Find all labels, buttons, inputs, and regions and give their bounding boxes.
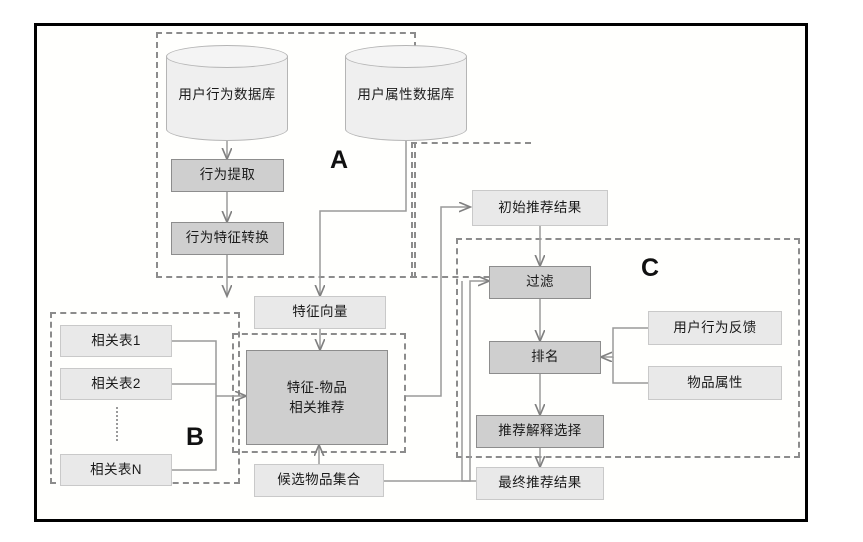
- node-relation-table-n[interactable]: 相关表N: [60, 454, 172, 486]
- node-relation-table-2[interactable]: 相关表2: [60, 368, 172, 400]
- node-initial-recommend-result[interactable]: 初始推荐结果: [472, 190, 608, 226]
- region-b-label: B: [186, 423, 205, 451]
- cylinder-body: [345, 56, 467, 141]
- region-c-label: C: [641, 254, 660, 282]
- node-feature-item-recommend[interactable]: 特征-物品 相关推荐: [246, 350, 388, 445]
- node-relation-table-1[interactable]: 相关表1: [60, 325, 172, 357]
- cylinder-body: [166, 56, 288, 141]
- cylinder-top: [166, 45, 288, 68]
- node-filter[interactable]: 过滤: [489, 266, 591, 299]
- region-a: [156, 32, 416, 278]
- node-behavior-extraction[interactable]: 行为提取: [171, 159, 284, 192]
- node-user-behavior-feedback[interactable]: 用户行为反馈: [648, 311, 782, 345]
- db-user-behavior: 用户行为数据库: [166, 45, 288, 141]
- node-item-attribute[interactable]: 物品属性: [648, 366, 782, 400]
- node-behavior-feature-transform[interactable]: 行为特征转换: [171, 222, 284, 255]
- region-a-label: A: [330, 146, 349, 174]
- db-user-attribute: 用户属性数据库: [345, 45, 467, 141]
- node-feature-vector[interactable]: 特征向量: [254, 296, 386, 329]
- relation-table-ellipsis: [116, 407, 118, 441]
- node-final-recommend-result[interactable]: 最终推荐结果: [476, 467, 604, 500]
- node-ranking[interactable]: 排名: [489, 341, 601, 374]
- cylinder-top: [345, 45, 467, 68]
- node-feature-item-recommend-line1: 特征-物品: [286, 379, 348, 395]
- db-user-behavior-label: 用户行为数据库: [178, 87, 276, 102]
- node-candidate-item-set[interactable]: 候选物品集合: [254, 464, 384, 497]
- node-recommend-explain-select[interactable]: 推荐解释选择: [476, 415, 604, 448]
- node-feature-item-recommend-line2: 相关推荐: [289, 399, 345, 415]
- db-user-attribute-label: 用户属性数据库: [357, 87, 455, 102]
